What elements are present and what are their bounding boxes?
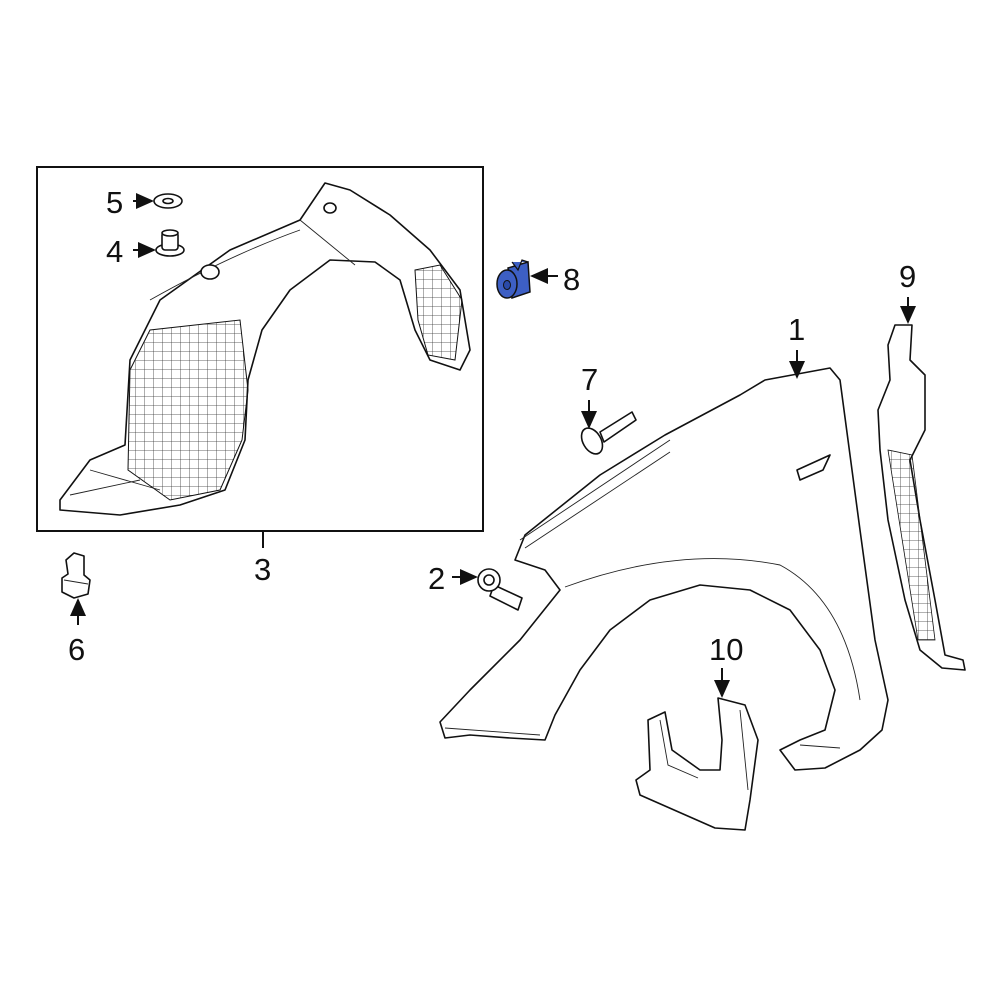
- part-3-fender-liner[interactable]: [59, 182, 471, 516]
- part-2-bolt[interactable]: [477, 568, 523, 611]
- callout-3: 3: [254, 552, 271, 587]
- callout-5: 5: [106, 185, 123, 220]
- liner-kit-box: [36, 166, 484, 532]
- callout-9: 9: [899, 259, 916, 294]
- callout-10: 10: [709, 632, 743, 667]
- part-5-washer[interactable]: [153, 193, 183, 209]
- part-4-grommet[interactable]: [155, 229, 185, 257]
- callout-7: 7: [581, 362, 598, 397]
- leader-lines: [70, 193, 916, 698]
- callout-1: 1: [788, 312, 805, 347]
- part-10-mud-flap[interactable]: [635, 697, 759, 831]
- part-9-seal[interactable]: [877, 324, 966, 671]
- part-6-bolt[interactable]: [61, 552, 91, 599]
- callout-6: 6: [68, 632, 85, 667]
- callout-2: 2: [428, 561, 445, 596]
- part-7-screw[interactable]: [577, 411, 637, 458]
- part-1-fender[interactable]: [439, 367, 889, 771]
- callout-8: 8: [563, 262, 580, 297]
- part-8-clip[interactable]: [496, 259, 531, 299]
- callout-4: 4: [106, 234, 123, 269]
